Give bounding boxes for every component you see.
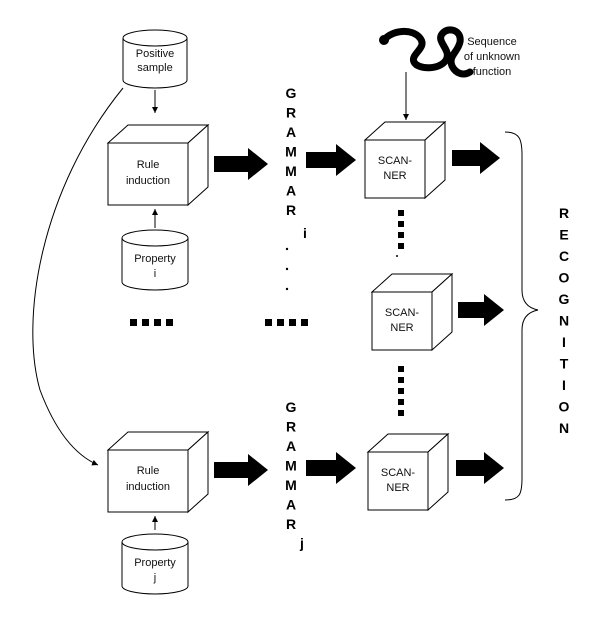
property-i-label-1: Property [134, 253, 176, 265]
scanner-2-label-1: SCAN- [385, 307, 420, 319]
grammar-j-letter-6: R [286, 516, 296, 532]
grammar-i-letter-6: R [286, 202, 296, 218]
grammar-i-letter-0: G [286, 85, 297, 101]
sequence-snake-icon [379, 26, 474, 78]
sample-to-rule-j-arrow [32, 87, 124, 466]
sequence-label-2: of unknown [464, 51, 520, 63]
positive-sample-label-1: Positive [136, 48, 175, 60]
scanner-3-label-2: NER [386, 482, 409, 494]
grammar-j-letter-1: R [286, 419, 296, 435]
grammar-j-to-scanner-arrow [306, 452, 356, 484]
scanner-2-label-2: NER [390, 322, 413, 334]
recognition-letter-2: C [559, 248, 569, 264]
scanner-dots-lower [398, 366, 404, 416]
grammar-i-letter-2: A [286, 124, 296, 140]
positive-sample-label-2: sample [137, 62, 172, 74]
recognition-letter-5: N [559, 313, 569, 329]
sequence-label-1: Sequence [467, 36, 517, 48]
recognition-letter-9: O [559, 399, 570, 415]
scanner-3-output-arrow [456, 452, 504, 484]
recognition-letter-8: I [562, 377, 566, 393]
sequence-label-3: function [473, 66, 512, 78]
grammar-i-letter-5: A [286, 183, 296, 199]
grammar-i-letter-3: M [285, 144, 297, 160]
scanner-2-output-arrow [458, 294, 504, 326]
scanner-1-label-2: NER [383, 170, 406, 182]
recognition-letter-0: R [559, 205, 569, 221]
rule-induction-j-label-1: Rule [137, 465, 160, 477]
scanner-cube-3: SCAN- NER [366, 432, 450, 512]
grammar-i-letter-1: R [286, 105, 296, 121]
rule-dots-separator [130, 319, 173, 326]
property-i-label-2: i [154, 268, 156, 280]
rule-j-to-grammar-arrow [214, 454, 268, 486]
rule-i-to-grammar-arrow [214, 148, 268, 180]
property-j-label-1: Property [134, 557, 176, 569]
scanner-1-label-1: SCAN- [378, 155, 413, 167]
scanner-3-label-1: SCAN- [381, 467, 416, 479]
rule-induction-i-label-1: Rule [137, 159, 160, 171]
grammar-dots-separator [265, 319, 308, 326]
grammar-i-to-scanner-arrow [306, 144, 356, 176]
property-i-cylinder: Property i [121, 229, 189, 291]
recognition-letter-1: E [559, 227, 568, 243]
grammar-j-letter-4: M [285, 477, 297, 493]
grammar-j-letter-2: A [286, 438, 296, 454]
grammar-i-letter-4: M [285, 163, 297, 179]
scanner-cube-2: SCAN- NER [370, 272, 454, 352]
property-j-label-2: j [153, 572, 156, 584]
scanner-1-output-arrow [452, 142, 500, 174]
rule-induction-i-label-2: induction [126, 175, 170, 187]
grammar-j-letter-3: M [285, 458, 297, 474]
recognition-letter-4: G [559, 291, 570, 307]
rule-induction-i-cube: Rule induction [106, 123, 210, 207]
scanner-dots-upper [396, 210, 404, 257]
grammar-j-letter-0: G [286, 399, 297, 415]
rule-induction-j-label-2: induction [126, 481, 170, 493]
recognition-letter-6: I [562, 334, 566, 350]
grammar-j-letter-5: A [286, 497, 296, 513]
grammar-j-suffix: j [299, 535, 304, 551]
positive-sample-cylinder: Positive sample [122, 29, 188, 89]
property-j-cylinder: Property j [121, 533, 189, 595]
scanner-cube-1: SCAN- NER [363, 120, 447, 200]
grammar-i-suffix: i [303, 225, 307, 241]
recognition-brace [504, 131, 539, 501]
rule-induction-j-cube: Rule induction [106, 430, 210, 514]
recognition-letter-3: O [559, 270, 570, 286]
grammar-i-dots [285, 247, 289, 291]
recognition-letter-10: N [559, 420, 569, 436]
recognition-letter-7: T [560, 356, 569, 372]
